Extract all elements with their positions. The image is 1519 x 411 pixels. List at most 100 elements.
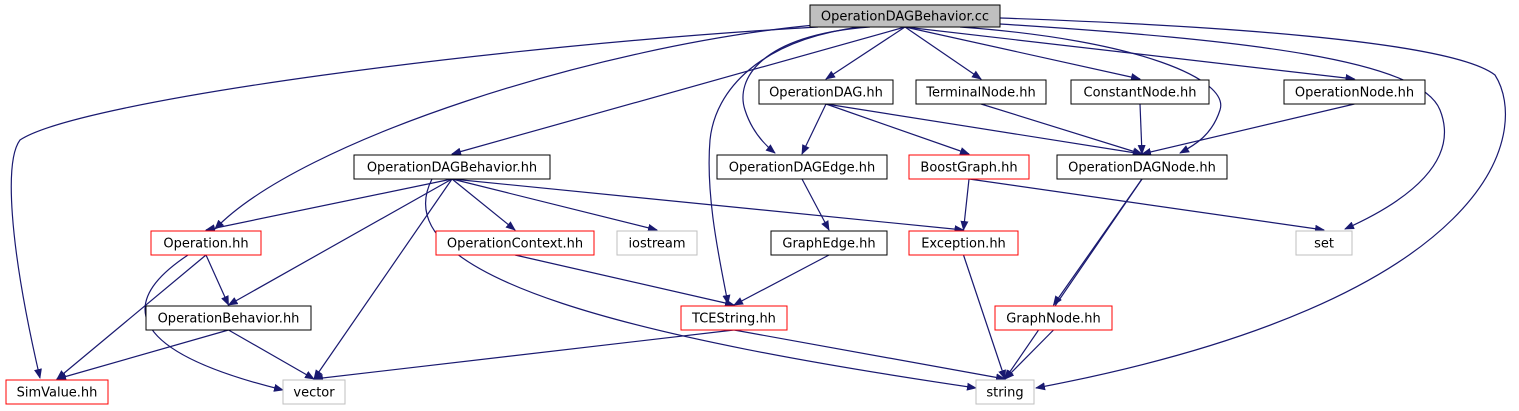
node-constant[interactable]: ConstantNode.hh: [1070, 79, 1210, 105]
node-vector[interactable]: vector: [282, 379, 346, 405]
edge-constant-to-dagnode: [1137, 103, 1146, 155]
node-graphedge-label: GraphEdge.hh: [782, 237, 875, 252]
node-dag[interactable]: OperationDAG.hh: [758, 79, 894, 105]
node-root-box: [809, 4, 1001, 28]
node-root-label: OperationDAGBehavior.cc: [821, 10, 989, 25]
node-tcestring-label: TCEString.hh: [691, 312, 776, 327]
edge-root-to-dag: [825, 26, 906, 80]
node-operation[interactable]: Operation.hh: [150, 230, 262, 256]
node-tcestring[interactable]: TCEString.hh: [680, 305, 788, 331]
node-set[interactable]: set: [1295, 230, 1353, 256]
node-dag-label: OperationDAG.hh: [769, 86, 883, 101]
edges-layer: [10, 17, 1507, 392]
node-iostream-box: [616, 230, 698, 256]
node-vector-label: vector: [293, 386, 335, 401]
edge-opctx-to-tcestring: [514, 254, 735, 307]
edge-dagedge-to-graphedge: [801, 178, 830, 231]
node-constant-box: [1070, 79, 1210, 105]
node-opnode-label: OperationNode.hh: [1295, 86, 1414, 101]
node-set-box: [1295, 230, 1353, 256]
node-dagnode[interactable]: OperationDAGNode.hh: [1056, 154, 1228, 180]
edge-opbeh-to-simvalue: [56, 329, 229, 381]
node-constant-label: ConstantNode.hh: [1084, 86, 1197, 101]
edge-dagbeh-to-exception: [451, 178, 965, 234]
edge-tcestring-to-string: [733, 329, 1006, 382]
edge-dag-to-boost: [825, 103, 970, 155]
node-dagbeh-label: OperationDAGBehavior.hh: [367, 161, 537, 176]
node-iostream[interactable]: iostream: [616, 230, 698, 256]
node-dag-box: [758, 79, 894, 105]
edge-boost-to-exception: [960, 178, 970, 231]
node-boost-box: [908, 154, 1030, 180]
node-operation-label: Operation.hh: [163, 237, 248, 252]
edge-dagbeh-to-opbeh: [227, 178, 453, 306]
node-opbeh[interactable]: OperationBehavior.hh: [145, 305, 312, 331]
node-opnode[interactable]: OperationNode.hh: [1283, 79, 1426, 105]
node-operation-box: [150, 230, 262, 256]
node-graphedge-box: [770, 230, 888, 256]
node-opctx-label: OperationContext.hh: [447, 237, 583, 252]
node-dagedge[interactable]: OperationDAGEdge.hh: [716, 154, 888, 180]
node-opbeh-label: OperationBehavior.hh: [158, 312, 300, 327]
node-iostream-label: iostream: [628, 237, 685, 252]
node-boost-label: BoostGraph.hh: [920, 161, 1017, 176]
edge-dagbeh-to-operation: [205, 178, 453, 233]
node-opbeh-box: [145, 305, 312, 331]
node-dagedge-box: [716, 154, 888, 180]
node-dagbeh-box: [353, 154, 551, 180]
edge-root-to-dagbeh: [451, 26, 906, 156]
node-vector-box: [282, 379, 346, 405]
edge-dag-to-dagedge: [801, 103, 827, 155]
edge-dagnode-to-string: [1004, 178, 1143, 380]
edge-opnode-to-dagnode: [1141, 103, 1355, 156]
node-graphedge[interactable]: GraphEdge.hh: [770, 230, 888, 256]
edge-dagbeh-to-vector: [313, 178, 453, 380]
edge-operation-to-opbeh: [205, 254, 230, 306]
node-terminal-label: TerminalNode.hh: [925, 86, 1035, 101]
edge-dagbeh-to-opctx: [451, 178, 516, 231]
edge-exception-to-string: [962, 254, 1006, 380]
node-string[interactable]: string: [975, 379, 1035, 405]
node-graphnode-box: [994, 305, 1113, 331]
edge-boost-to-set: [968, 178, 1325, 233]
node-boost[interactable]: BoostGraph.hh: [908, 154, 1030, 180]
edge-graphnode-to-string: [1004, 329, 1054, 380]
node-tcestring-box: [680, 305, 788, 331]
node-exception-label: Exception.hh: [921, 237, 1006, 252]
node-exception[interactable]: Exception.hh: [908, 230, 1019, 256]
node-graphnode[interactable]: GraphNode.hh: [994, 305, 1113, 331]
edge-root-to-constant: [904, 26, 1141, 81]
edge-root-to-simvalue: [10, 26, 819, 379]
node-set-label: set: [1314, 237, 1334, 252]
edge-root-to-set: [999, 23, 1446, 230]
edge-root-to-dagnode: [959, 26, 1222, 154]
node-exception-box: [908, 230, 1019, 256]
node-opctx[interactable]: OperationContext.hh: [435, 230, 595, 256]
node-dagbeh[interactable]: OperationDAGBehavior.hh: [353, 154, 551, 180]
node-root[interactable]: OperationDAGBehavior.cc: [809, 4, 1001, 28]
node-graphnode-label: GraphNode.hh: [1006, 312, 1100, 327]
edge-dagbeh-to-string: [425, 178, 977, 391]
edge-root-to-string: [999, 17, 1507, 391]
node-terminal[interactable]: TerminalNode.hh: [915, 79, 1047, 105]
edge-terminal-to-dagnode: [980, 103, 1143, 156]
edge-dag-to-dagnode: [825, 103, 1143, 157]
edge-root-to-dagedge: [742, 26, 871, 154]
edge-graphedge-to-tcestring: [733, 254, 830, 306]
node-opctx-box: [435, 230, 595, 256]
node-dagedge-label: OperationDAGEdge.hh: [729, 161, 876, 176]
node-dagnode-box: [1056, 154, 1228, 180]
node-simvalue[interactable]: SimValue.hh: [5, 379, 109, 405]
node-string-label: string: [986, 386, 1023, 401]
edge-operation-to-simvalue: [56, 254, 207, 380]
node-string-box: [975, 379, 1035, 405]
edge-root-to-terminal: [904, 26, 982, 80]
node-dagnode-label: OperationDAGNode.hh: [1068, 161, 1216, 176]
edge-root-to-operation: [214, 24, 816, 230]
node-simvalue-label: SimValue.hh: [17, 386, 98, 401]
edge-root-to-tcestring: [708, 26, 861, 305]
node-simvalue-box: [5, 379, 109, 405]
edge-opbeh-to-vector: [228, 329, 315, 380]
